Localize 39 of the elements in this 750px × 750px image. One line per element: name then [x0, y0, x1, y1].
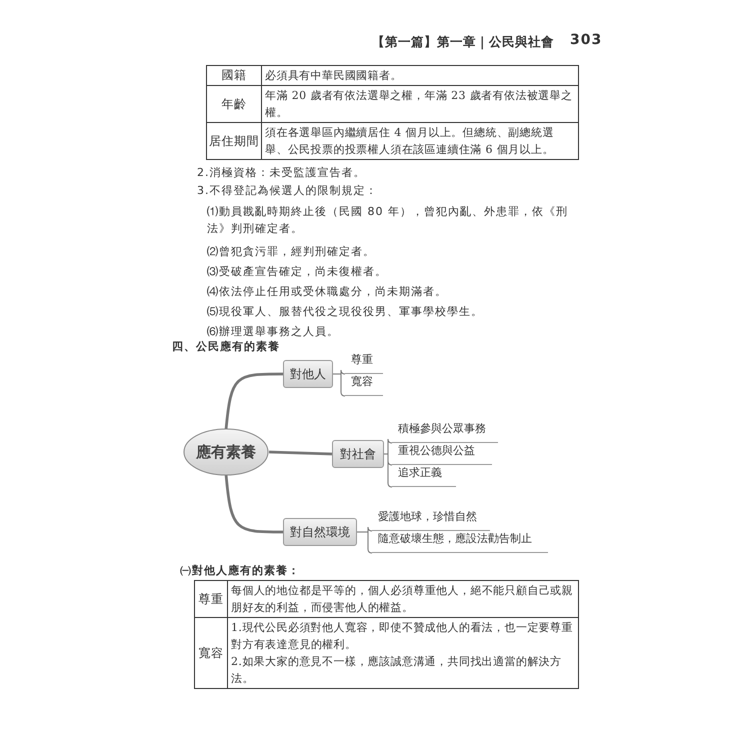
row-header-cell: 年齡 [206, 86, 262, 122]
table-cell: 每個人的地位都是平等的，個人必須尊重他人，絕不能只顧自己或親朋好友的利益，而侵害他人的權益。 [228, 580, 578, 618]
connector-line [224, 372, 283, 430]
row-header-cell: 國籍 [206, 66, 262, 86]
list-item: ⑴動員戡亂時期終止後（民國 80 年），曾犯內亂、外患罪，依《刑法》判刑確定者。 [207, 204, 569, 237]
subtopic-text: 追求正義 [392, 466, 456, 487]
table-cell: 須在各選舉區內繼續居住 4 個月以上。但總統、副總統選舉、公民投票的投票權人須在該區連續住滿 6 個月以上。 [262, 122, 578, 160]
connector-line [332, 374, 346, 396]
connector-line [224, 474, 283, 534]
table-text: 1.現代公民必須對他人寬容，即使不贊成他人的看法，也一定要尊重對方有表達意見的權利。 [231, 620, 574, 653]
subtopic-text: 尊重 [345, 353, 383, 374]
topic-box: 對社會 [332, 440, 384, 468]
subtopic-text: 寬容 [345, 375, 383, 396]
connector-line [268, 450, 332, 456]
page-number: 303 [570, 32, 602, 49]
list-item: 2.消極資格：未受監護宣告者。 [197, 165, 366, 181]
row-header-cell: 寬容 [194, 618, 228, 688]
subtopic-text: 積極參與公眾事務 [392, 422, 498, 443]
topic-box: 對他人 [283, 360, 333, 388]
list-item: ⑶受破產宣告確定，尚未復權者。 [207, 264, 387, 280]
table-text: 2.如果大家的意見不一樣，應該誠意溝通，共同找出適當的解決方法。 [231, 654, 562, 687]
row-header-cell: 尊重 [194, 580, 228, 618]
section-heading: ㈠對他人應有的素養： [180, 563, 300, 579]
table-cell: 年滿 20 歲者有依法選舉之權，年滿 23 歲者有依法被選舉之權。 [262, 86, 578, 122]
list-item: 3.不得登記為候選人的限制規定： [197, 183, 378, 199]
row-header-cell: 居住期間 [206, 122, 262, 160]
section-heading: 四、公民應有的素養 [172, 339, 280, 355]
topic-box: 對自然環境 [283, 518, 357, 546]
table-cell: 必須具有中華民國國籍者。 [262, 66, 578, 86]
list-item: ⑸現役軍人、服替代役之現役役男、軍事學校學生。 [207, 304, 483, 320]
list-item: ⑹辦理選舉事務之人員。 [207, 324, 339, 340]
list-item: ⑵曾犯貪污罪，經判刑確定者。 [207, 244, 375, 260]
ellipse-node: 應有素養 [183, 428, 269, 476]
connector-line [356, 532, 372, 554]
list-item: ⑷依法停止任用或受休職處分，尚未期滿者。 [207, 284, 447, 300]
subtopic-text: 愛護地球，珍惜自然 [372, 510, 490, 531]
subtopic-text: 重視公德與公益 [392, 444, 492, 465]
subtopic-text: 隨意破壞生態，應設法勸告制止 [372, 532, 548, 553]
running-header: 【第一篇】第一章｜公民與社會 [372, 33, 554, 50]
